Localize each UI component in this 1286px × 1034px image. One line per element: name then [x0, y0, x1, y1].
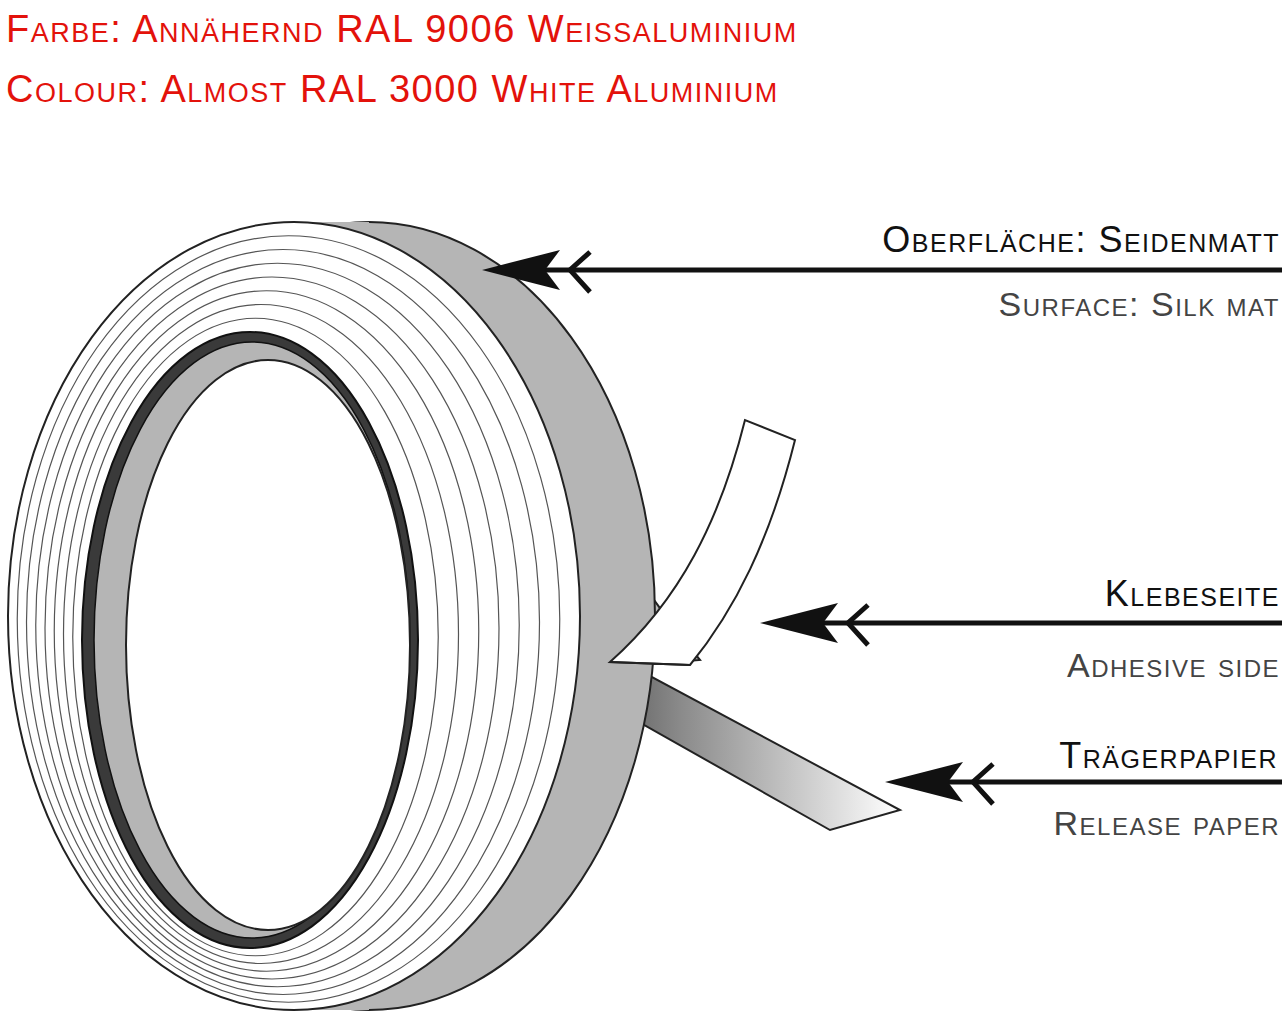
colour-heading-de: Farbe: Annähernd RAL 9006 Weissaluminium [6, 10, 798, 48]
winding-ring [54, 291, 479, 972]
adhesive-label-en: Adhesive side [1067, 648, 1280, 682]
release-label-de: Trägerpapier [1059, 738, 1278, 774]
surface-label-de: Oberfläche: Seidenmatt [882, 222, 1280, 258]
winding-ring [73, 318, 439, 956]
leader-arrows [482, 250, 1282, 804]
surface-label-en: Surface: Silk mat [999, 287, 1280, 321]
winding-ring [27, 250, 540, 995]
adhesive-label-de: Klebeseite [1105, 576, 1280, 612]
release-label-en: Release paper [1054, 806, 1280, 840]
winding-ring [36, 263, 520, 987]
winding-ring [45, 277, 499, 979]
colour-heading-en: Colour: Almost RAL 3000 White Aluminium [6, 70, 779, 108]
winding-ring [64, 305, 459, 964]
winding-ring [17, 236, 560, 1003]
